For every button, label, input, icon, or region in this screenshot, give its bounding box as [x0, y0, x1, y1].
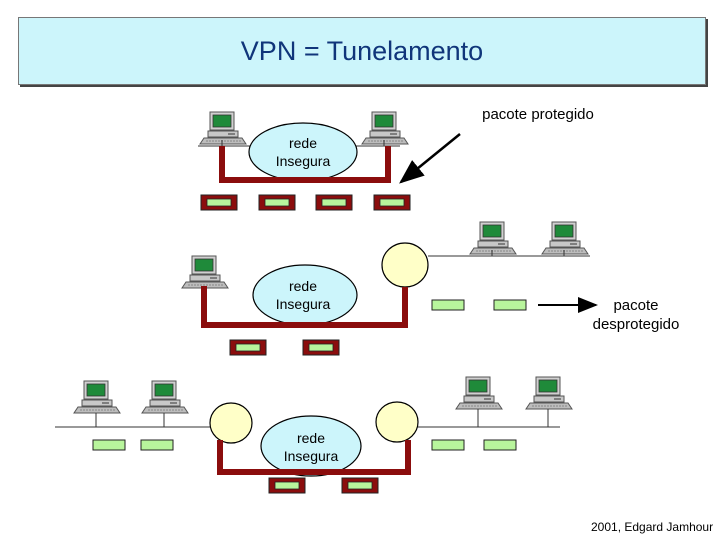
protected-packet	[258, 194, 296, 211]
vpn-router	[381, 242, 429, 288]
computer-icon	[541, 221, 589, 255]
protected-packet	[302, 339, 340, 356]
computer-icon	[469, 221, 517, 255]
computer-icon	[141, 380, 189, 414]
title-banner: VPN = Tunelamento	[18, 17, 706, 85]
page-title: VPN = Tunelamento	[240, 36, 484, 66]
computer-icon	[199, 111, 247, 145]
vpn-router	[375, 401, 419, 443]
unprotected-packet	[431, 439, 465, 451]
protected-packet	[373, 194, 411, 211]
insecure-network-label: rede Insegura	[283, 430, 339, 464]
insecure-network-label: rede Insegura	[275, 135, 331, 169]
scene-1	[198, 111, 461, 211]
computer-icon	[361, 111, 409, 145]
unprotected-packet	[140, 439, 174, 451]
scene-3	[55, 376, 573, 494]
vpn-tunnel	[201, 286, 408, 328]
insecure-network-label: rede Insegura	[275, 278, 331, 312]
pointer-arrow	[399, 133, 461, 184]
computer-icon	[73, 380, 121, 414]
protected-packet	[315, 194, 353, 211]
unprotected-packet-label: pacote desprotegido	[592, 297, 680, 333]
unprotected-packet	[431, 299, 465, 311]
protected-packet	[341, 477, 379, 494]
vpn-router	[209, 402, 253, 444]
computer-icon	[525, 376, 573, 410]
protected-packet-label: pacote protegido	[482, 106, 594, 123]
unprotected-packet	[92, 439, 126, 451]
computer-icon	[455, 376, 503, 410]
protected-packet	[268, 477, 306, 494]
computer-icon	[181, 255, 229, 289]
insecure-network-cloud	[260, 415, 362, 477]
credit-text: 2001, Edgard Jamhour	[591, 520, 714, 534]
scene-2	[181, 221, 598, 356]
unprotected-packet	[493, 299, 527, 311]
protected-packet	[229, 339, 267, 356]
vpn-tunnel	[217, 440, 411, 475]
protected-packet	[200, 194, 238, 211]
vpn-tunnel	[219, 146, 391, 183]
unprotected-packet	[483, 439, 517, 451]
